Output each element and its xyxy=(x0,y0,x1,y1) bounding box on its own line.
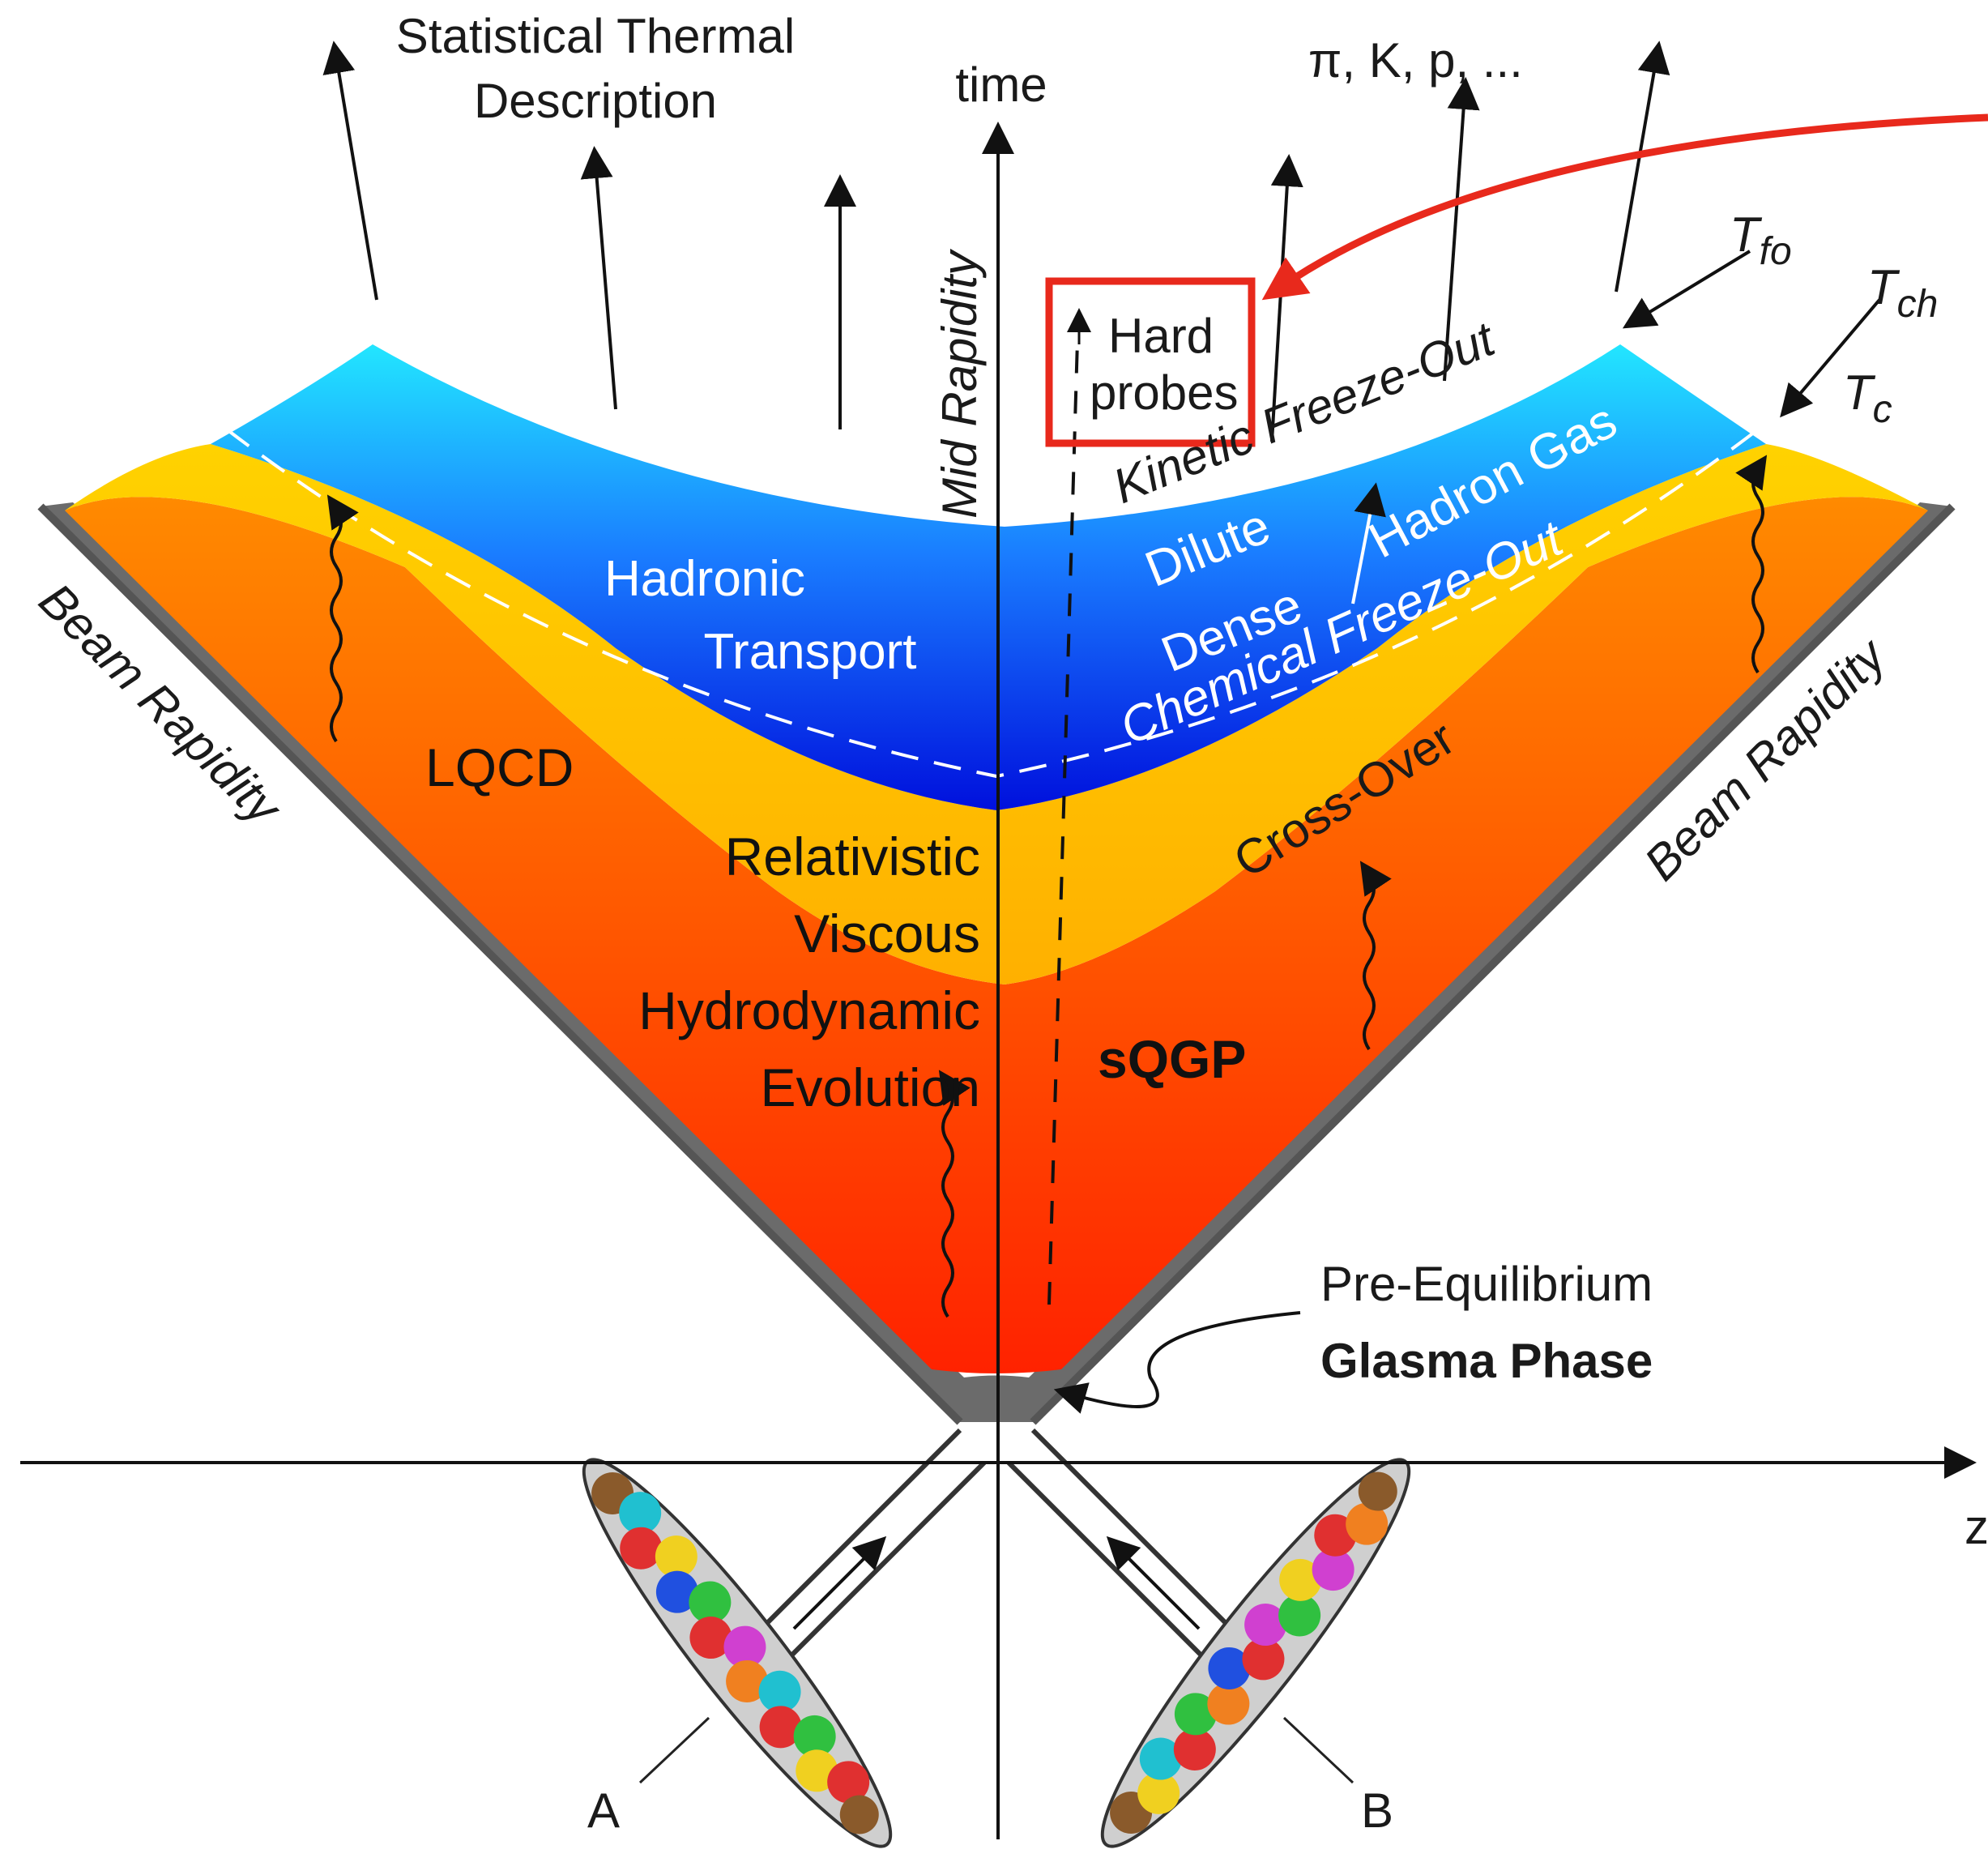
pre-equilibrium-pointer xyxy=(1053,1311,1301,1414)
temperature-pointers xyxy=(1622,250,1881,418)
beam-rapidity-line-right xyxy=(1030,503,1956,1425)
label-hadronic: Hadronic xyxy=(604,551,805,607)
beam-direction-arrow-a xyxy=(792,1536,887,1630)
label-glasma-phase: Glasma Phase xyxy=(1320,1334,1653,1388)
pointer-a xyxy=(638,1716,710,1784)
hard-probes-label: Hard probes xyxy=(1067,308,1238,420)
label-t-c: Tc xyxy=(1843,365,1892,431)
label-nucleus-a: A xyxy=(587,1783,620,1838)
label-hydrodynamic: Hydrodynamic xyxy=(638,980,980,1040)
label-nucleus-b: B xyxy=(1361,1783,1393,1838)
dense-dilute-arrow xyxy=(1351,482,1386,604)
nucleus-a xyxy=(582,1458,893,1848)
hard-probes-highlight-box xyxy=(1045,277,1256,447)
label-sqgp: sQGP xyxy=(1098,1029,1246,1089)
beam-direction-arrow-b xyxy=(1106,1536,1201,1630)
label-hard: Hard xyxy=(1108,309,1214,363)
label-relativistic: Relativistic xyxy=(725,826,980,886)
pointer-b xyxy=(1282,1716,1354,1784)
label-lqcd: LQCD xyxy=(425,737,574,797)
label-z-axis: z xyxy=(1965,1500,1988,1554)
sqgp-hot-region xyxy=(65,497,1928,1373)
label-pre-equilibrium: Pre-Equilibrium xyxy=(1320,1257,1653,1311)
label-transport: Transport xyxy=(703,624,916,680)
label-time-axis: time xyxy=(955,58,1047,112)
beam-rapidity-line-left xyxy=(37,503,963,1425)
label-statistical-thermal: Statistical Thermal xyxy=(396,9,795,63)
label-viscous: Viscous xyxy=(794,903,980,963)
label-t-fo: Tfo xyxy=(1730,207,1792,273)
label-particles: π, K, p, ... xyxy=(1308,33,1523,88)
label-description: Description xyxy=(474,74,717,128)
nucleus-b xyxy=(1100,1458,1411,1848)
label-t-ch: Tch xyxy=(1867,260,1938,326)
label-mid-rapidity: Mid Rapidity xyxy=(932,248,987,519)
label-evolution: Evolution xyxy=(760,1057,980,1117)
nucleons-a xyxy=(591,1471,879,1835)
emission-arrows xyxy=(322,41,1670,442)
highlight-red-arrow xyxy=(1261,113,1988,301)
hadronic-blue-band xyxy=(211,344,1766,810)
nucleons-b xyxy=(1110,1471,1397,1835)
photon-wavy-lines xyxy=(326,455,1768,1318)
label-probes: probes xyxy=(1090,365,1238,420)
